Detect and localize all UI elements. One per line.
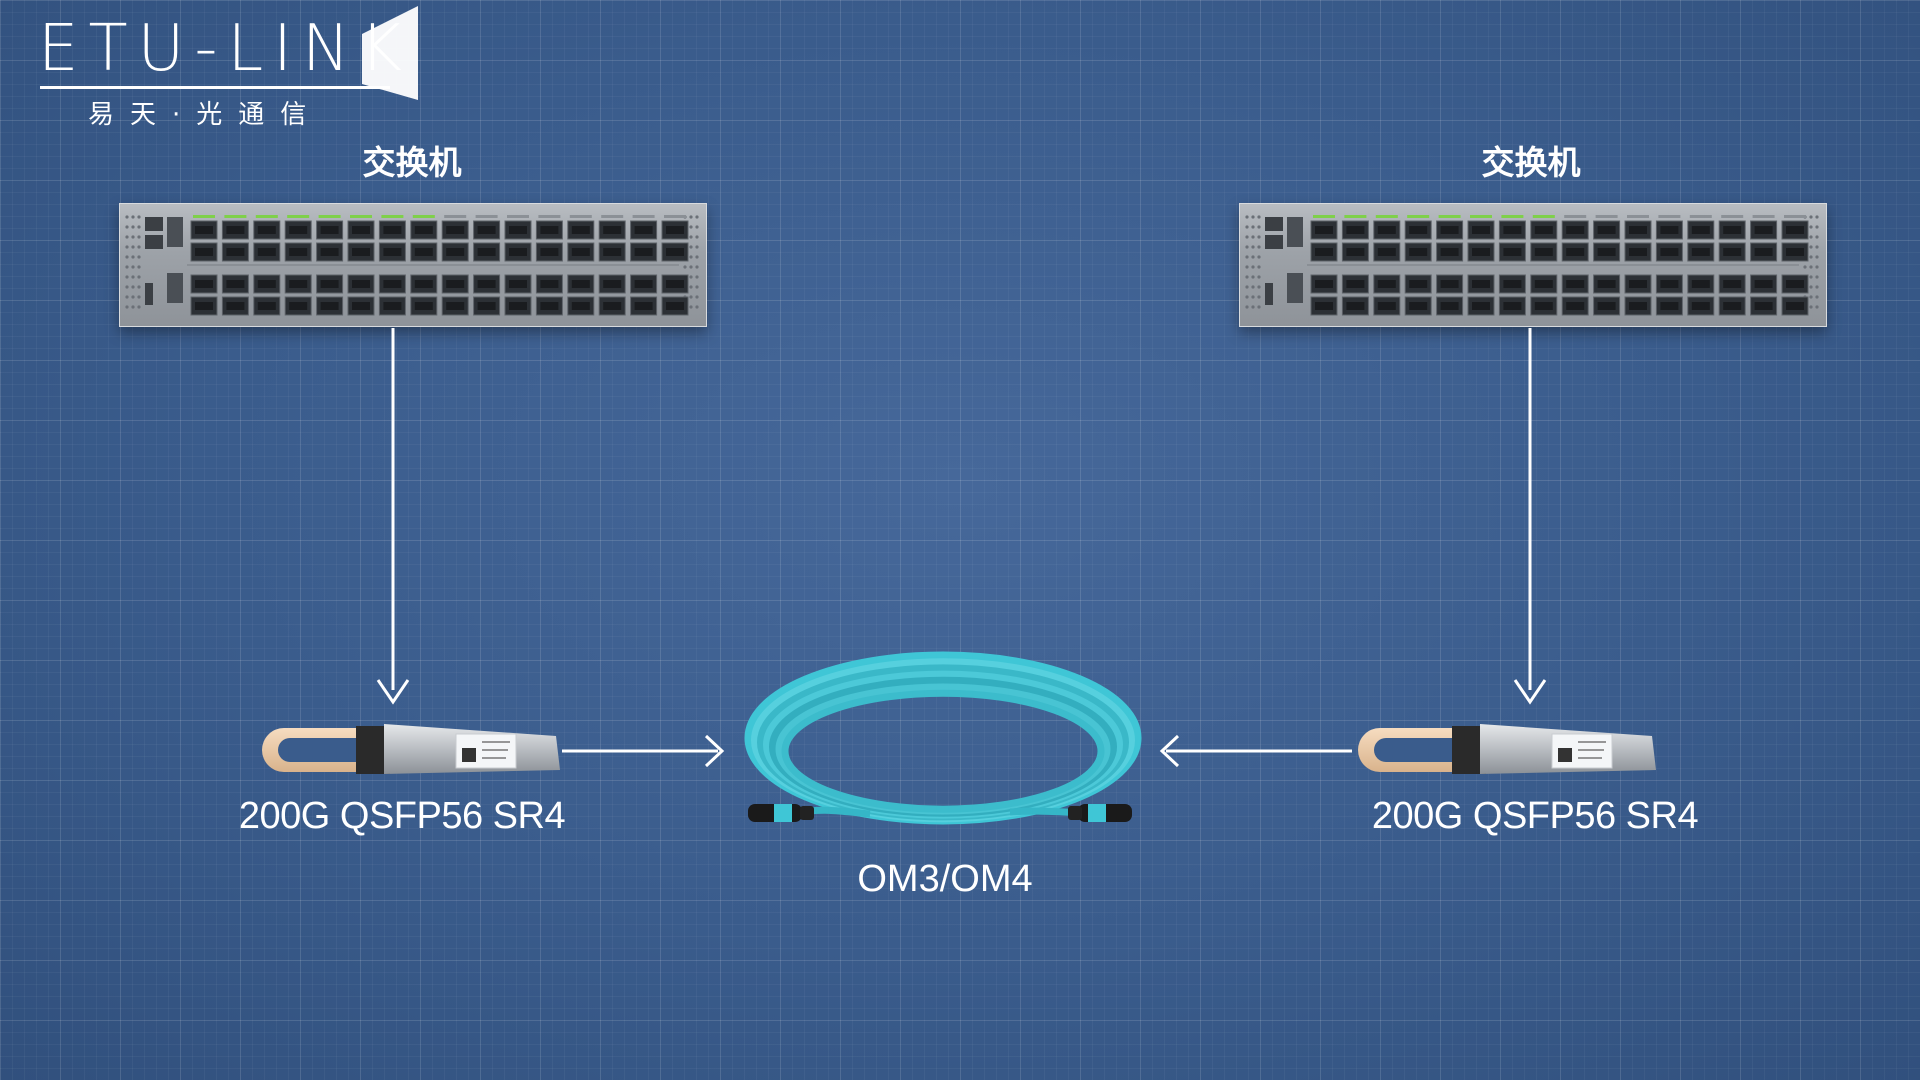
logo-underline	[40, 86, 390, 89]
left-transceiver-icon	[262, 724, 560, 774]
right-left-arrow-icon	[1159, 734, 1352, 768]
left-down-arrow-icon	[376, 328, 410, 705]
right-switch-label: 交换机	[1481, 143, 1581, 182]
left-switch-icon	[119, 203, 707, 327]
etu-link-logo: ETU-LINK 易天·光通信	[32, 4, 418, 130]
cable-label: OM3/OM4	[857, 858, 1033, 900]
right-down-arrow-icon	[1513, 328, 1547, 705]
left-module-label: 200G QSFP56 SR4	[238, 795, 566, 837]
right-switch-icon	[1239, 203, 1827, 327]
fiber-cable-icon	[744, 651, 1142, 825]
logo-brand-text: ETU-LINK	[38, 12, 412, 86]
left-switch-label: 交换机	[362, 143, 462, 182]
logo-subtitle: 易天·光通信	[88, 100, 323, 130]
left-right-arrow-icon	[562, 734, 725, 768]
right-mpo-connector-icon	[1068, 804, 1132, 822]
left-mpo-connector-icon	[748, 804, 814, 822]
right-module-label: 200G QSFP56 SR4	[1371, 795, 1699, 837]
cable-loop	[781, 689, 1105, 813]
right-transceiver-icon	[1358, 724, 1656, 774]
logo-panel-icon	[362, 6, 418, 100]
